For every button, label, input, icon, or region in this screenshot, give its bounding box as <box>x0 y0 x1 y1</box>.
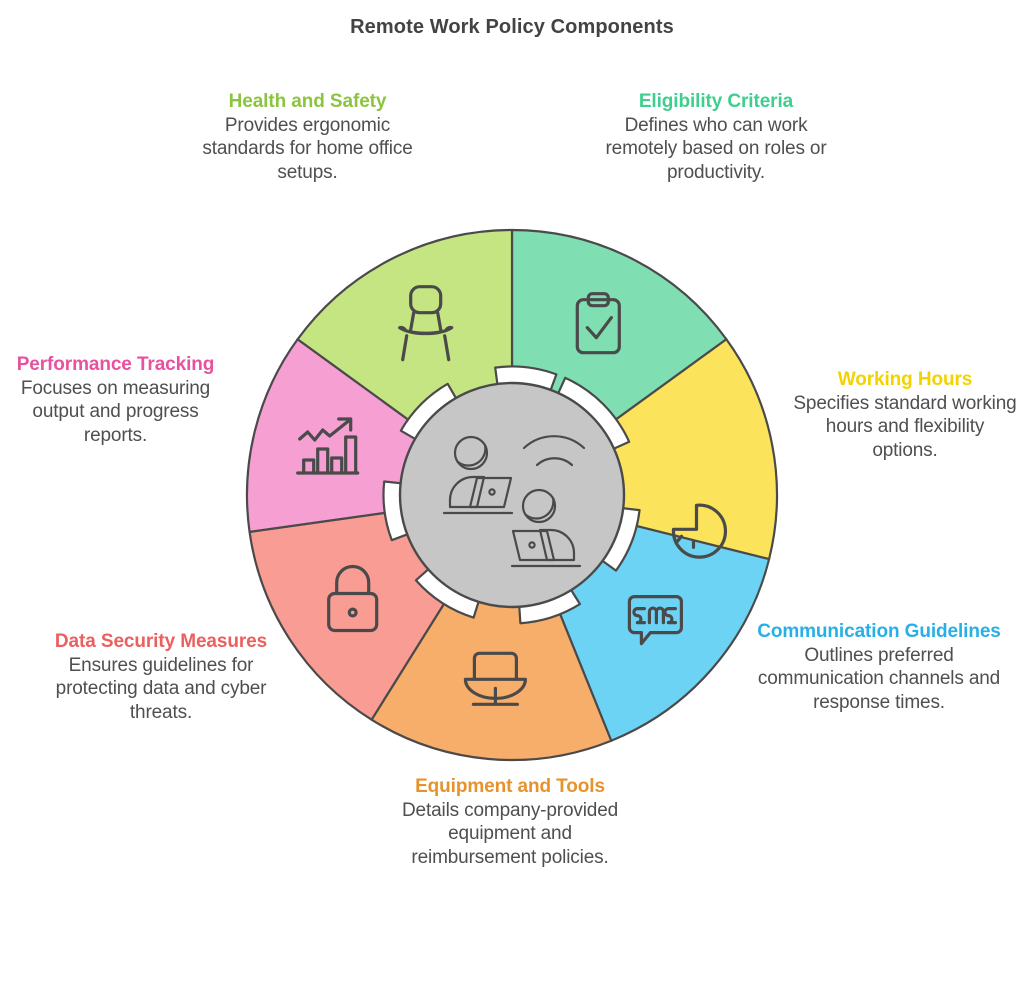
label-eligibility-criteria: Eligibility Criteria Defines who can wor… <box>596 90 836 184</box>
label-desc-communication-guidelines: Outlines preferred communication channel… <box>757 645 1001 713</box>
ergonomic-chair-icon <box>398 285 454 362</box>
bar-chart-growth-icon <box>296 417 360 475</box>
label-desc-data-security-measures: Ensures guidelines for protecting data a… <box>55 655 267 723</box>
center-hub <box>398 381 626 609</box>
label-title-data-security-measures: Data Security Measures <box>54 631 268 652</box>
label-title-equipment-and-tools: Equipment and Tools <box>415 776 605 797</box>
clipboard-check-icon <box>575 292 621 355</box>
label-desc-health-and-safety: Provides ergonomic standards for home of… <box>202 115 413 183</box>
label-title-health-and-safety: Health and Safety <box>228 91 387 112</box>
padlock-icon <box>327 564 379 633</box>
laptop-stand-icon <box>463 651 527 706</box>
label-title-communication-guidelines: Communication Guidelines <box>757 621 1001 642</box>
label-desc-equipment-and-tools: Details company-provided equipment and r… <box>401 800 619 868</box>
label-equipment-and-tools: Equipment and Tools Details company-prov… <box>396 775 624 869</box>
segment-equipment-and-tools[interactable] <box>370 493 613 762</box>
policy-components-wheel <box>245 228 779 762</box>
label-title-working-hours: Working Hours <box>837 369 973 390</box>
label-desc-eligibility-criteria: Defines who can work remotely based on r… <box>605 115 827 183</box>
label-data-security-measures: Data Security Measures Ensures guideline… <box>50 630 272 724</box>
label-title-eligibility-criteria: Eligibility Criteria <box>638 91 794 112</box>
label-communication-guidelines: Communication Guidelines Outlines prefer… <box>755 620 1003 714</box>
sms-speech-bubble-icon <box>627 594 683 646</box>
label-working-hours: Working Hours Specifies standard working… <box>793 368 1017 462</box>
page-title: Remote Work Policy Components <box>350 16 674 38</box>
clock-pie-icon <box>671 503 727 559</box>
label-performance-tracking: Performance Tracking Focuses on measurin… <box>8 353 223 447</box>
label-desc-working-hours: Specifies standard working hours and fle… <box>793 393 1017 461</box>
remote-team-video-call-icon <box>442 435 586 568</box>
label-title-performance-tracking: Performance Tracking <box>16 354 215 375</box>
label-health-and-safety: Health and Safety Provides ergonomic sta… <box>185 90 430 184</box>
label-desc-performance-tracking: Focuses on measuring output and progress… <box>20 378 211 446</box>
